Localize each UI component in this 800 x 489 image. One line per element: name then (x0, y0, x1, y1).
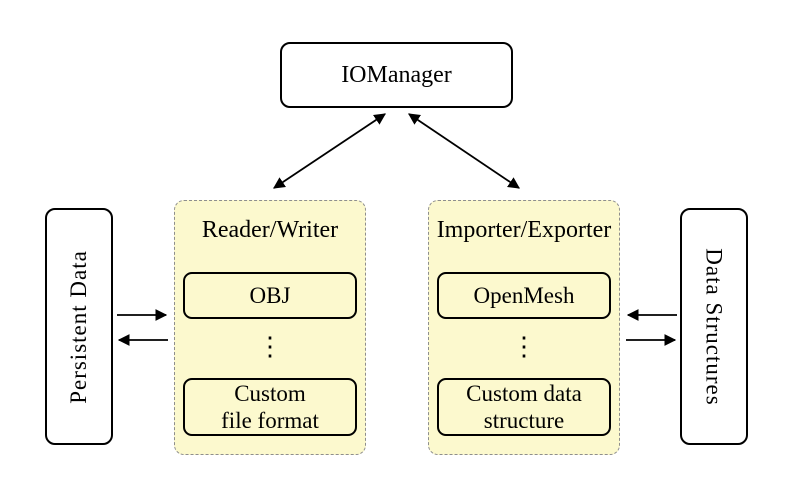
group-reader-writer-title: Reader/Writer (201, 217, 339, 243)
arrow-iomanager-readerwriter (273, 113, 386, 189)
node-iomanager-label: IOManager (341, 61, 452, 88)
node-openmesh: OpenMesh (437, 272, 611, 319)
group-importer-exporter: Importer/Exporter OpenMesh ⋮ Custom data… (428, 200, 620, 455)
node-custom-file-format: Custom file format (183, 378, 357, 436)
node-persistent-data: Persistent Data (45, 208, 113, 445)
node-data-structures-label: Data Structures (702, 247, 727, 406)
node-data-structures: Data Structures (680, 208, 748, 445)
node-obj: OBJ (183, 272, 357, 319)
ellipsis-vertical-importer-exporter: ⋮ (511, 332, 537, 361)
node-persistent-data-label: Persistent Data (66, 249, 92, 404)
arrow-iomanager-importerexporter (408, 113, 520, 189)
ellipsis-vertical-reader-writer: ⋮ (257, 332, 283, 361)
group-reader-writer: Reader/Writer OBJ ⋮ Custom file format (174, 200, 366, 455)
node-custom-data-structure: Custom data structure (437, 378, 611, 436)
node-iomanager: IOManager (280, 42, 513, 108)
group-importer-exporter-title: Importer/Exporter (436, 217, 612, 243)
